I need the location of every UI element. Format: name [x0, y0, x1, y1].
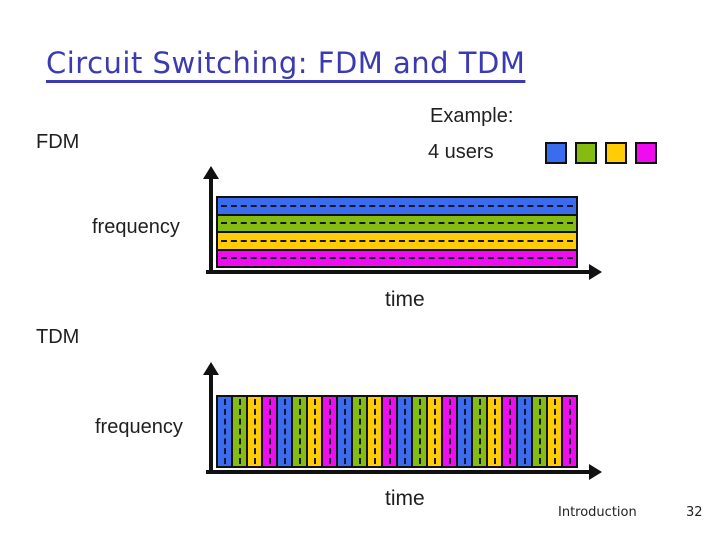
tdm-slot-dashed-line [268, 399, 271, 464]
tdm-slot-dashed-line [433, 399, 436, 464]
fdm-section-label: FDM [36, 131, 80, 153]
tdm-slot [336, 397, 351, 466]
tdm-slot-dashed-line [313, 399, 316, 464]
tdm-time-slots [216, 395, 578, 468]
tdm-slot [381, 397, 396, 466]
tdm-slot [321, 397, 336, 466]
tdm-slot [501, 397, 516, 466]
footer-page-number: 32 [686, 505, 703, 520]
legend-square-user-4 [635, 142, 657, 164]
tdm-slot [396, 397, 411, 466]
fdm-x-axis [206, 270, 590, 274]
tdm-time-axis-label: time [385, 487, 425, 510]
tdm-slot-dashed-line [223, 399, 226, 464]
tdm-slot [471, 397, 486, 466]
tdm-slot-dashed-line [523, 399, 526, 464]
fdm-band [218, 231, 576, 249]
tdm-slot [261, 397, 276, 466]
tdm-slot-dashed-line [463, 399, 466, 464]
tdm-slot [486, 397, 501, 466]
tdm-slot [366, 397, 381, 466]
fdm-y-axis-arrow-icon [203, 166, 219, 179]
tdm-slot [531, 397, 546, 466]
tdm-slot-dashed-line [478, 399, 481, 464]
tdm-slot [516, 397, 531, 466]
tdm-slot [411, 397, 426, 466]
fdm-band [218, 248, 576, 266]
tdm-slot-dashed-line [373, 399, 376, 464]
tdm-slot-dashed-line [493, 399, 496, 464]
tdm-slot-dashed-line [328, 399, 331, 464]
fdm-frequency-axis-label: frequency [92, 216, 180, 238]
tdm-slot [546, 397, 561, 466]
fdm-band-dashed-line [221, 204, 573, 207]
users-count-label: 4 users [428, 141, 494, 163]
fdm-frequency-bands [216, 196, 578, 268]
tdm-slot [276, 397, 291, 466]
tdm-x-axis-arrow-icon [589, 464, 602, 480]
tdm-y-axis [209, 373, 213, 472]
tdm-slot [231, 397, 246, 466]
tdm-slot-dashed-line [238, 399, 241, 464]
fdm-y-axis [209, 177, 213, 274]
tdm-slot-dashed-line [568, 399, 571, 464]
tdm-slot-dashed-line [298, 399, 301, 464]
tdm-slot [291, 397, 306, 466]
slide-title: Circuit Switching: FDM and TDM [46, 46, 526, 80]
fdm-band-dashed-line [221, 257, 573, 260]
fdm-band-dashed-line [221, 239, 573, 242]
tdm-slot-dashed-line [508, 399, 511, 464]
fdm-x-axis-arrow-icon [589, 264, 602, 280]
tdm-slot-dashed-line [343, 399, 346, 464]
fdm-band [218, 213, 576, 231]
tdm-frequency-axis-label: frequency [95, 416, 183, 438]
tdm-slot-dashed-line [418, 399, 421, 464]
tdm-slot-dashed-line [283, 399, 286, 464]
tdm-section-label: TDM [36, 326, 80, 348]
tdm-slot-dashed-line [553, 399, 556, 464]
fdm-band [218, 198, 576, 214]
tdm-slot-dashed-line [253, 399, 256, 464]
tdm-slot-dashed-line [358, 399, 361, 464]
tdm-slot [561, 397, 576, 466]
user-color-legend [545, 142, 657, 164]
example-heading: Example: [430, 105, 514, 127]
tdm-slot-dashed-line [403, 399, 406, 464]
tdm-slot [441, 397, 456, 466]
tdm-slot [456, 397, 471, 466]
legend-square-user-3 [605, 142, 627, 164]
tdm-slot-dashed-line [538, 399, 541, 464]
tdm-slot [306, 397, 321, 466]
tdm-slot-dashed-line [448, 399, 451, 464]
tdm-slot [246, 397, 261, 466]
tdm-slot [351, 397, 366, 466]
tdm-slot [426, 397, 441, 466]
tdm-y-axis-arrow-icon [203, 362, 219, 375]
legend-square-user-1 [545, 142, 567, 164]
tdm-slot [218, 397, 231, 466]
tdm-slot-dashed-line [388, 399, 391, 464]
tdm-x-axis [206, 470, 590, 474]
footer-section-name: Introduction [558, 505, 637, 520]
fdm-time-axis-label: time [385, 288, 425, 311]
fdm-band-dashed-line [221, 222, 573, 225]
legend-square-user-2 [575, 142, 597, 164]
